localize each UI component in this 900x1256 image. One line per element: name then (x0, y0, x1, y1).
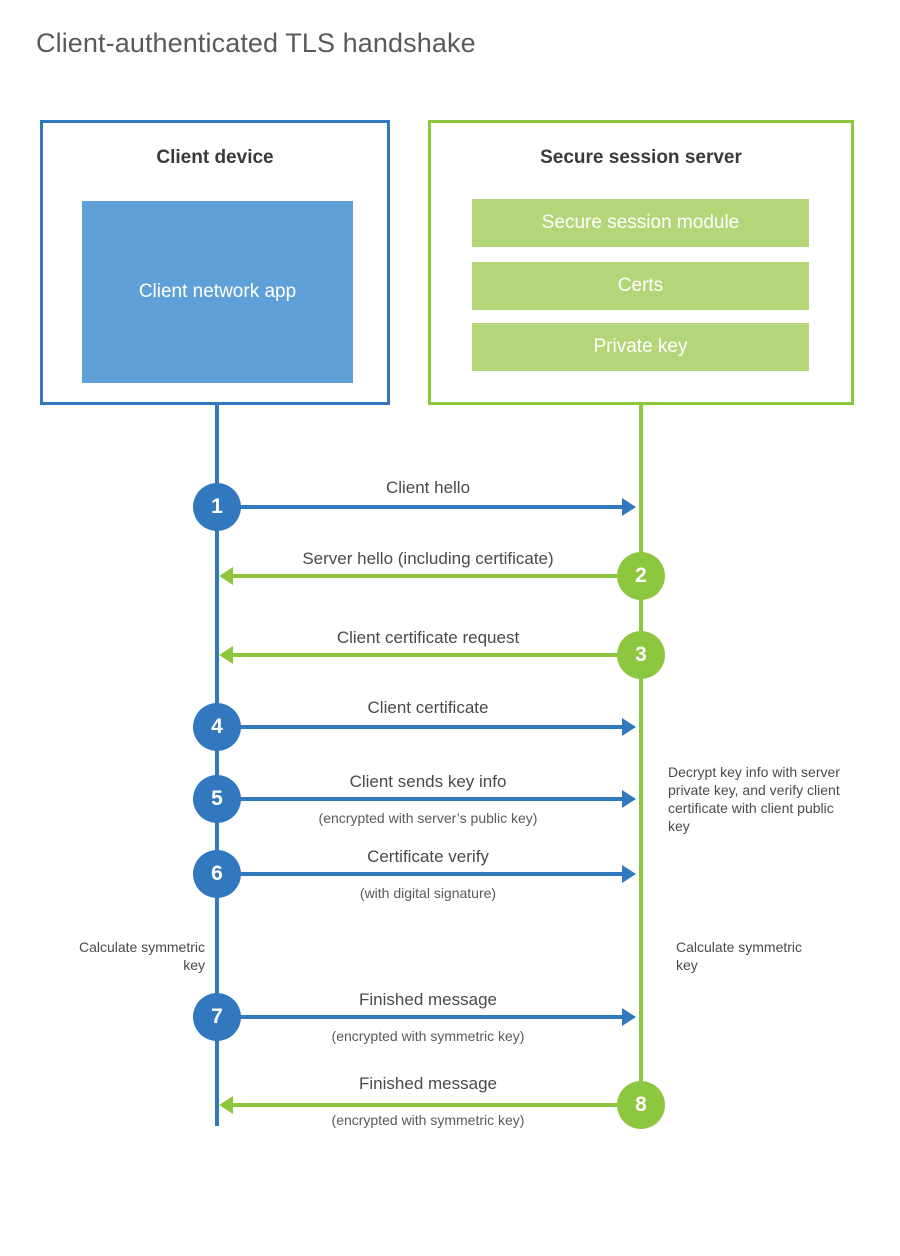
step-3-label: Client certificate request (336, 628, 520, 647)
server-calculate-symmetric-key-note: Calculate symmetric key (676, 939, 803, 973)
step-4-label: Client certificate (367, 698, 489, 717)
step-8-arrow (219, 1096, 624, 1114)
step-2-arrow (219, 567, 624, 585)
arrowhead-icon (622, 865, 636, 883)
page-title: Client-authenticated TLS handshake (36, 28, 476, 58)
server-lifeline (639, 404, 643, 1105)
server-decrypt-note: Decrypt key info with server private key… (668, 764, 840, 834)
client-device-title: Client device (156, 147, 274, 168)
arrowhead-icon (622, 718, 636, 736)
server-module-private-key: Private key (472, 323, 809, 371)
arrowhead-icon (219, 567, 233, 585)
arrowhead-icon (219, 1096, 233, 1114)
step-8-label: Finished message (359, 1074, 497, 1093)
arrowhead-icon (622, 1008, 636, 1026)
step-7-sublabel: (encrypted with symmetric key) (331, 1028, 525, 1044)
step-5-arrow (219, 790, 636, 808)
step-2-circle[interactable]: 2 (617, 552, 665, 600)
step-7-arrow (219, 1008, 636, 1026)
step-6-sublabel: (with digital signature) (359, 885, 497, 901)
step-1-circle[interactable]: 1 (193, 483, 241, 531)
step-6-label: Certificate verify (367, 847, 489, 866)
step-3-arrow (219, 646, 624, 664)
step-7-circle[interactable]: 7 (193, 993, 241, 1041)
step-5-circle[interactable]: 5 (193, 775, 241, 823)
arrowhead-icon (622, 790, 636, 808)
step-6-circle[interactable]: 6 (193, 850, 241, 898)
step-7-label: Finished message (359, 990, 497, 1009)
step-5-sublabel: (encrypted with server’s public key) (318, 810, 538, 826)
client-lifeline (215, 404, 219, 1126)
step-8-sublabel: (encrypted with symmetric key) (331, 1112, 525, 1128)
step-4-circle[interactable]: 4 (193, 703, 241, 751)
step-1-arrow (219, 498, 636, 516)
step-3-circle[interactable]: 3 (617, 631, 665, 679)
step-6-arrow (219, 865, 636, 883)
secure-session-server-title: Secure session server (540, 147, 742, 168)
secure-session-server-box: Secure session server Secure session mod… (428, 120, 854, 405)
step-1-label: Client hello (385, 478, 471, 497)
arrowhead-icon (622, 498, 636, 516)
client-network-app-block: Client network app (82, 201, 353, 383)
server-module-certs: Certs (472, 262, 809, 310)
server-module-secure-session-module: Secure session module (472, 199, 809, 247)
client-calculate-symmetric-key-note: Calculate symmetric key (78, 939, 205, 973)
step-2-label: Server hello (including certificate) (302, 549, 554, 568)
step-4-arrow (219, 718, 636, 736)
step-8-circle[interactable]: 8 (617, 1081, 665, 1129)
arrowhead-icon (219, 646, 233, 664)
client-device-box: Client device Client network app (40, 120, 390, 405)
step-5-label: Client sends key info (349, 772, 507, 791)
